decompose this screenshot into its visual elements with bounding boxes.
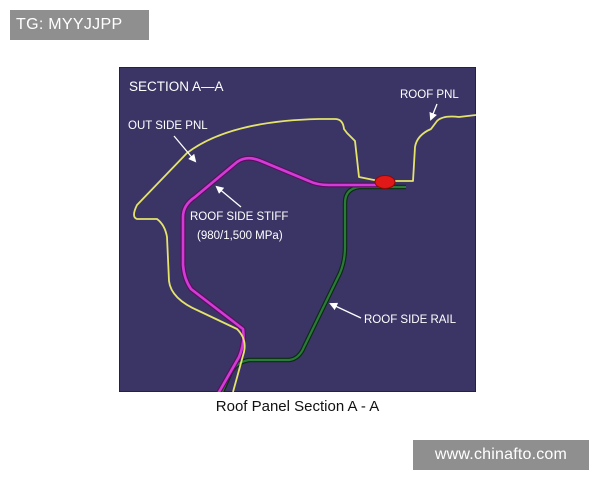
out-side-pnl-line <box>133 114 476 392</box>
out-side-pnl-arrow <box>173 135 197 163</box>
roof-side-rail-arrow <box>329 302 362 319</box>
diagram-background <box>119 67 476 392</box>
header-tag: TG: MYYJJPP <box>10 10 149 40</box>
weld-spot <box>374 175 396 189</box>
section-title: SECTION A—A <box>129 79 224 94</box>
roof-side-stiff-spec: (980/1,500 MPa) <box>197 230 283 242</box>
roof-side-stiff-label: ROOF SIDE STIFF <box>190 211 288 223</box>
watermark: www.chinafto.com <box>413 440 589 470</box>
roof-side-rail-label: ROOF SIDE RAIL <box>364 314 457 326</box>
roof-pnl-arrow <box>429 103 438 121</box>
section-diagram: SECTION A—A ROOF PNL OUT SIDE PNL ROOF S… <box>119 67 476 392</box>
roof-pnl-label: ROOF PNL <box>400 89 459 101</box>
out-side-pnl-label: OUT SIDE PNL <box>128 120 208 132</box>
figure-caption: Roof Panel Section A - A <box>215 398 380 415</box>
roof-side-stiff-arrow <box>215 185 242 208</box>
